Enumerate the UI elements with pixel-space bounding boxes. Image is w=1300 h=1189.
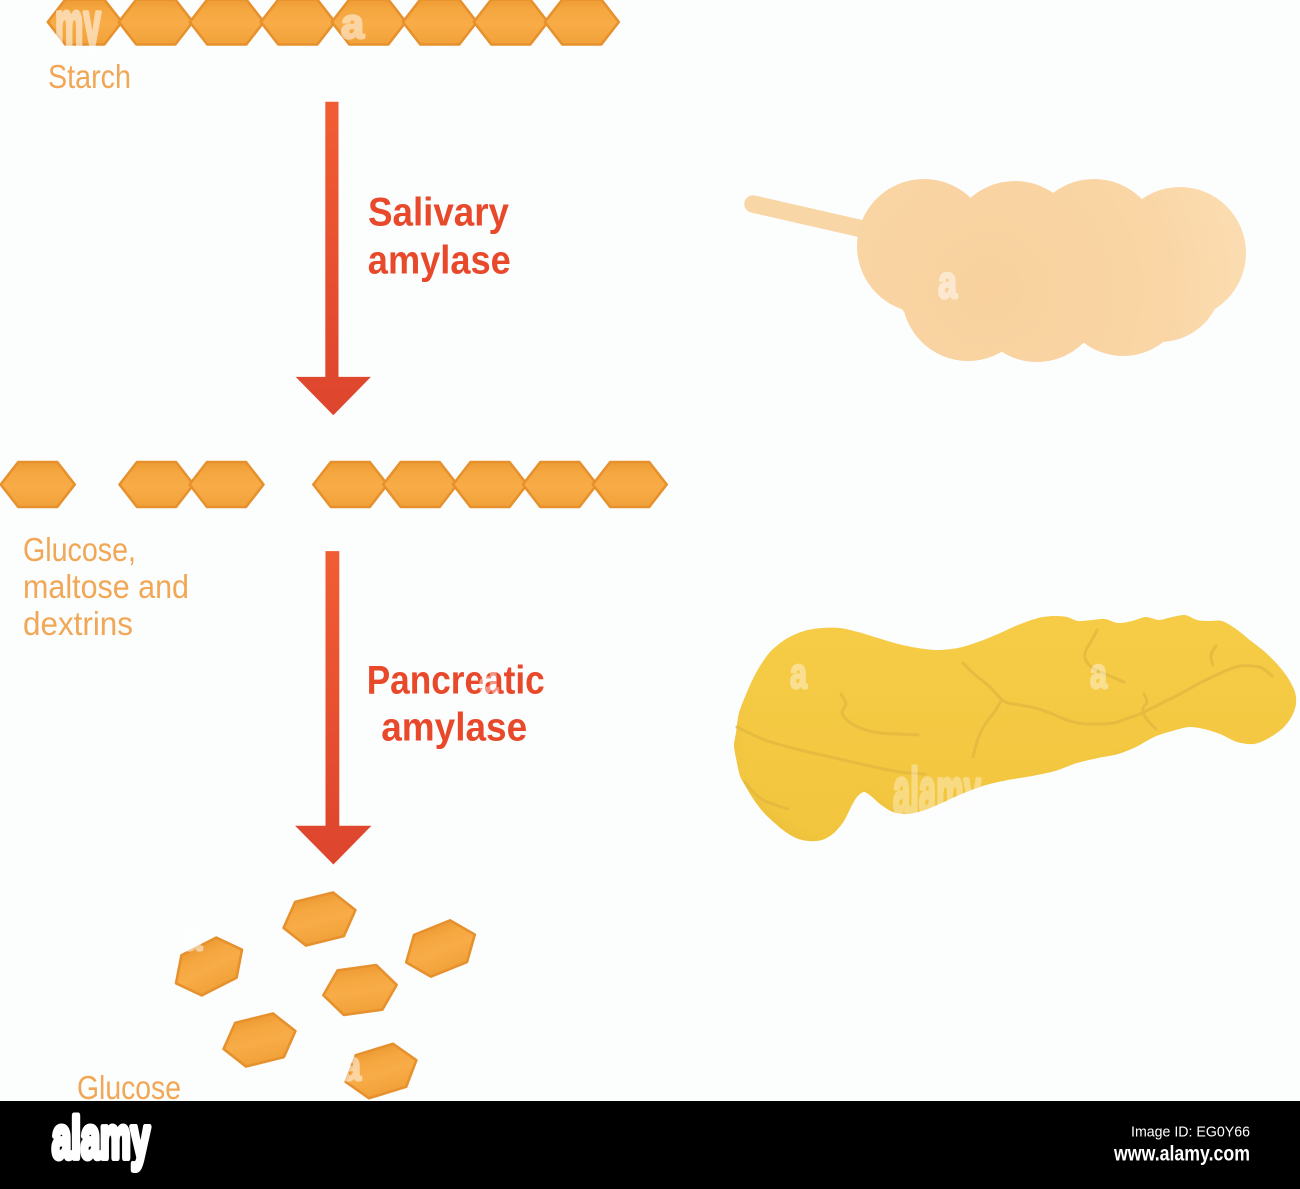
svg-text:Salivary: Salivary — [368, 191, 510, 235]
svg-text:a: a — [341, 0, 365, 47]
svg-text:a: a — [938, 256, 957, 308]
svg-text:Pancreatic: Pancreatic — [367, 659, 545, 703]
svg-text:alamy: alamy — [893, 755, 981, 827]
svg-text:Image ID: EG0Y66: Image ID: EG0Y66 — [1131, 1124, 1250, 1141]
svg-text:a: a — [790, 650, 808, 698]
svg-text:amylase: amylase — [368, 238, 511, 282]
svg-text:a: a — [183, 912, 203, 959]
svg-text:Glucose: Glucose — [77, 1069, 181, 1106]
svg-text:www.alamy.com: www.alamy.com — [1113, 1141, 1250, 1165]
svg-text:maltose and: maltose and — [23, 568, 189, 605]
svg-text:Starch: Starch — [48, 58, 131, 95]
svg-text:amylase: amylase — [381, 705, 527, 749]
svg-text:dextrins: dextrins — [23, 605, 133, 642]
svg-text:my: my — [55, 0, 101, 60]
svg-text:a: a — [342, 1042, 362, 1089]
svg-text:alamy: alamy — [52, 1106, 150, 1171]
svg-text:a: a — [479, 651, 499, 702]
svg-text:Glucose,: Glucose, — [23, 531, 136, 568]
svg-text:a: a — [1090, 650, 1108, 698]
